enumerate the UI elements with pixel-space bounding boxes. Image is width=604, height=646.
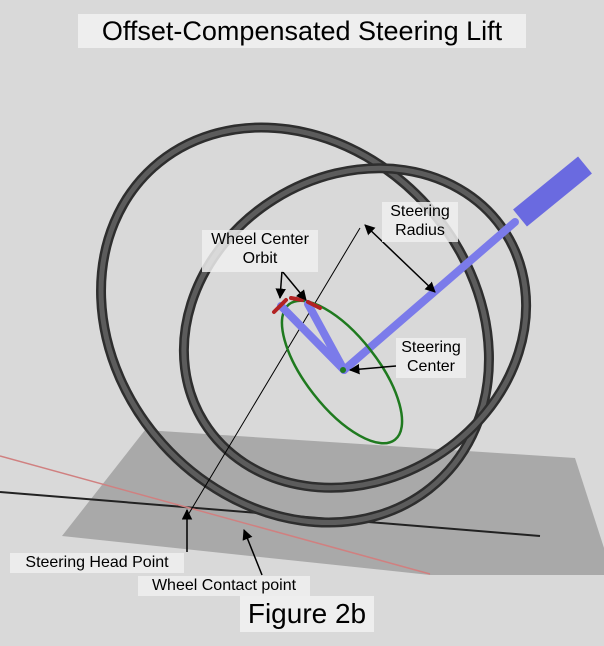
diagram-title: Offset-Compensated Steering Lift (78, 14, 526, 48)
orbit-pointer-right (281, 270, 307, 301)
label-wheel-center-orbit-line1: Wheel Center (211, 231, 309, 248)
label-wheel-contact-point: Wheel Contact point (138, 576, 310, 596)
steering-center-pointer (348, 363, 397, 375)
label-steering-center-line1: Steering (401, 339, 461, 356)
offset-arm-right (304, 300, 348, 374)
steering-radius-arrow (364, 224, 436, 293)
figure-caption: Figure 2b (240, 596, 374, 632)
label-steering-radius-line1: Steering (390, 203, 450, 220)
label-steering-center-line2: Center (406, 358, 456, 376)
wheel-center-orbit-ellipse (280, 299, 404, 445)
steering-axis-shaft (340, 218, 519, 374)
ground-line-red (0, 455, 431, 575)
offset-arm-left (277, 302, 348, 374)
steering-axis-thin (187, 227, 361, 516)
label-steering-center: Steering Center (396, 338, 466, 378)
steering-axis-tube (513, 156, 592, 227)
wheel-contact-pointer (242, 529, 263, 576)
label-steering-radius: Steering Radius (382, 202, 458, 242)
orbit-pointer-left (275, 270, 286, 300)
label-wheel-center-orbit-line2: Orbit (242, 250, 278, 268)
label-steering-head-point: Steering Head Point (10, 553, 184, 573)
steering-center-point (340, 367, 346, 373)
ground-plane (62, 430, 604, 575)
label-steering-radius-line2: Radius (395, 222, 445, 240)
label-wheel-center-orbit: Wheel Center Orbit (202, 230, 318, 272)
